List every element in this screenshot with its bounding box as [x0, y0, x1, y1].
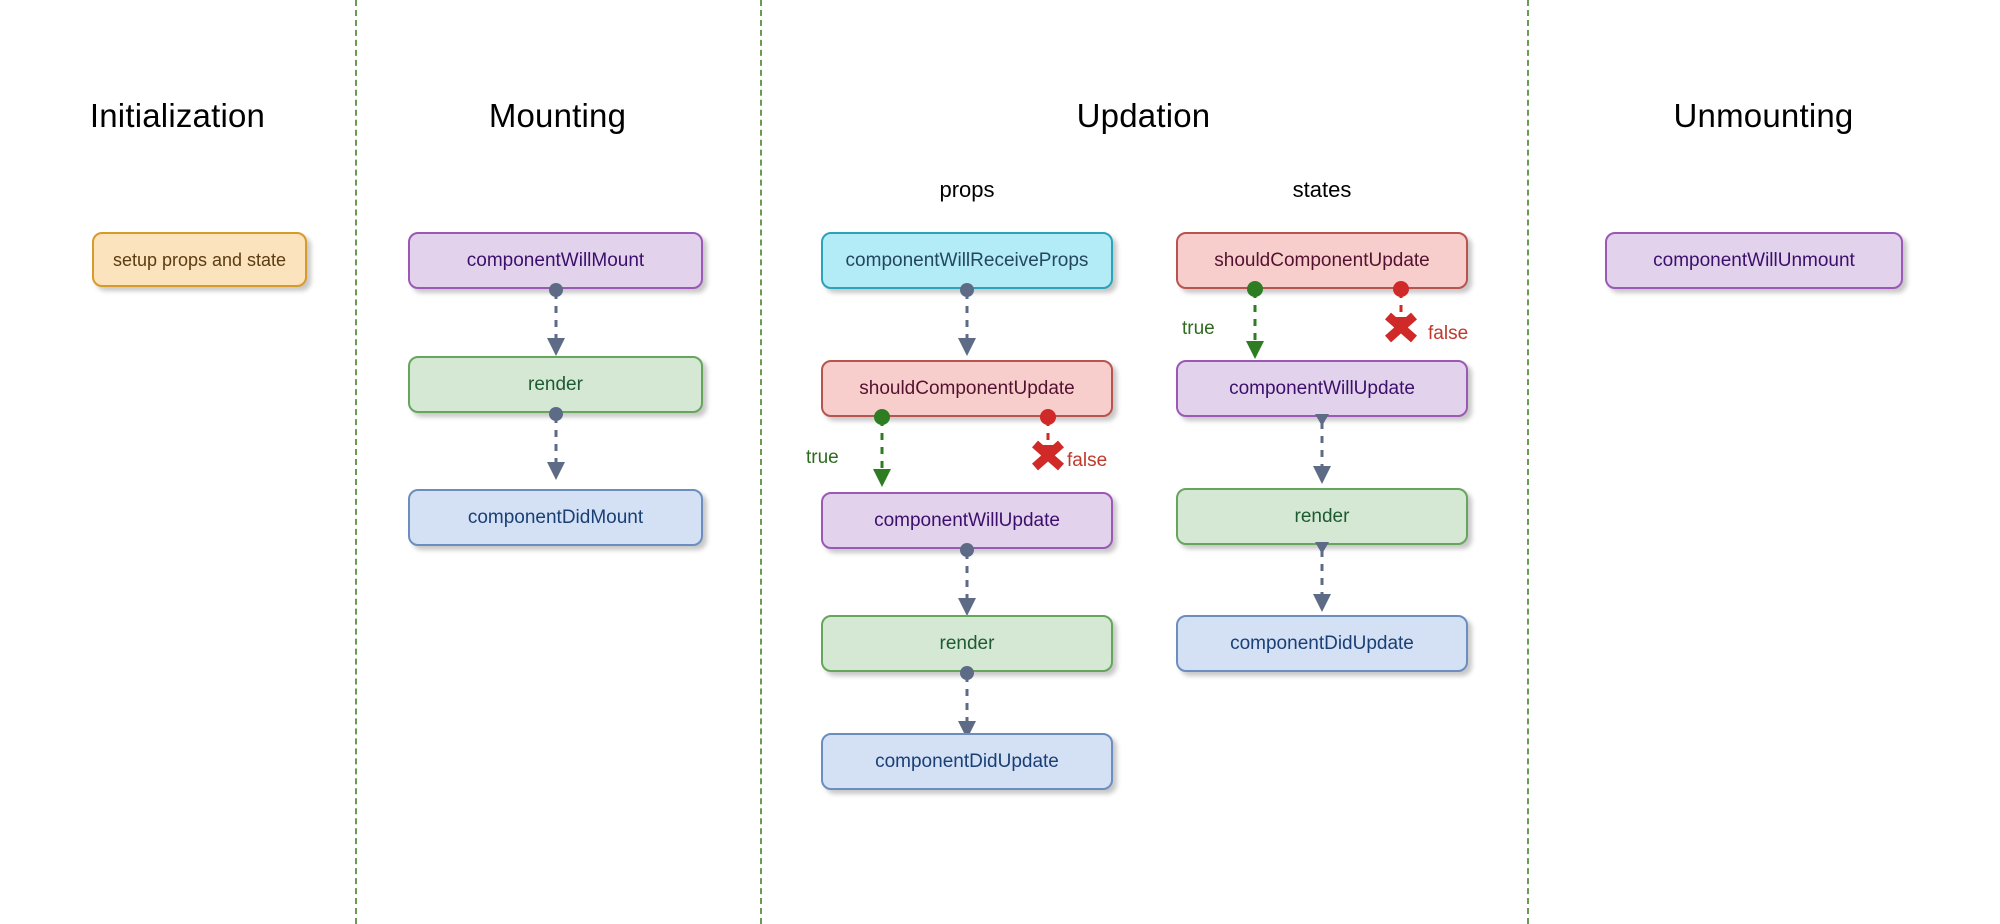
divider-mounting-updation: [760, 0, 762, 924]
branch-label-props-true: true: [806, 447, 839, 468]
edge-states-true-branch: [1235, 281, 1275, 361]
node-should-component-update-props[interactable]: shouldComponentUpdate: [821, 360, 1113, 417]
column-title-mounting: Mounting: [488, 97, 627, 134]
node-should-component-update-states[interactable]: shouldComponentUpdate: [1176, 232, 1468, 289]
edge-render-to-did-update-states: [1291, 542, 1353, 614]
node-component-will-receive-props[interactable]: componentWillReceiveProps: [821, 232, 1113, 289]
node-component-will-unmount[interactable]: componentWillUnmount: [1605, 232, 1903, 289]
column-title-initialization: Initialization: [89, 97, 266, 134]
sub-title-states: states: [1292, 177, 1352, 202]
edge-props-false-branch: [1024, 409, 1072, 481]
node-component-did-mount[interactable]: componentDidMount: [408, 489, 703, 546]
edge-render-to-did-mount: [525, 407, 587, 482]
edge-render-to-did-update-props: [936, 666, 998, 741]
edge-will-mount-to-render: [525, 283, 587, 358]
node-component-did-update-props[interactable]: componentDidUpdate: [821, 733, 1113, 790]
branch-label-props-false: false: [1067, 450, 1108, 471]
divider-initialization-mounting: [355, 0, 357, 924]
node-render-props[interactable]: render: [821, 615, 1113, 672]
column-title-updation: Updation: [1076, 97, 1211, 134]
edge-will-update-to-render-props: [936, 543, 998, 618]
node-render-states[interactable]: render: [1176, 488, 1468, 545]
node-component-did-update-states[interactable]: componentDidUpdate: [1176, 615, 1468, 672]
sub-title-props: props: [939, 177, 995, 202]
node-component-will-mount[interactable]: componentWillMount: [408, 232, 703, 289]
node-render-mounting[interactable]: render: [408, 356, 703, 413]
edge-will-update-to-render-states: [1291, 414, 1353, 486]
node-component-will-update-props[interactable]: componentWillUpdate: [821, 492, 1113, 549]
branch-label-states-true: true: [1182, 318, 1215, 339]
branch-label-states-false: false: [1428, 323, 1469, 344]
edge-props-true-branch: [862, 409, 902, 489]
divider-updation-unmounting: [1527, 0, 1529, 924]
node-component-will-update-states[interactable]: componentWillUpdate: [1176, 360, 1468, 417]
edge-will-receive-props-to-should-update: [936, 283, 998, 358]
column-title-unmounting: Unmounting: [1673, 97, 1854, 134]
node-setup-props-and-state[interactable]: setup props and state: [92, 232, 307, 287]
edge-states-false-branch: [1377, 281, 1425, 353]
